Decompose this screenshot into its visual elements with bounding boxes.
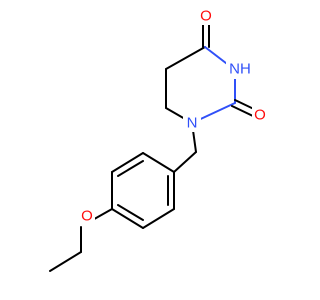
- atom-o-ether-label: O: [81, 208, 93, 225]
- bond-ar-inner-1: [117, 160, 144, 177]
- bond-ar2-ar3: [111, 152, 144, 173]
- atom-n1-label: N: [187, 115, 198, 132]
- molecule-structure: O NH O N O: [49, 7, 268, 272]
- bond-c2-o-right-b: [231, 105, 256, 118]
- atom-n1: N: [183, 114, 201, 132]
- atom-o-ether: O: [79, 207, 95, 225]
- bond-ar-inner-2: [117, 204, 144, 221]
- atom-nh: NH: [226, 59, 252, 79]
- atom-o-top: O: [198, 7, 214, 25]
- atom-nh-label: NH: [229, 61, 251, 78]
- bond-ethyl-c-c: [49, 251, 82, 272]
- bond-ar5-ar6: [142, 208, 175, 229]
- structure-canvas: O NH O N O: [49, 7, 268, 272]
- atom-o-top-label: O: [200, 8, 212, 25]
- bond-ch2-aryl: [173, 151, 197, 173]
- bond-c4-c5: [165, 46, 206, 70]
- atom-o-right: O: [252, 106, 268, 124]
- bond-ar4-ar5: [111, 208, 144, 229]
- atom-o-right-label: O: [254, 107, 266, 124]
- bond-ar1-ar2: [142, 152, 175, 173]
